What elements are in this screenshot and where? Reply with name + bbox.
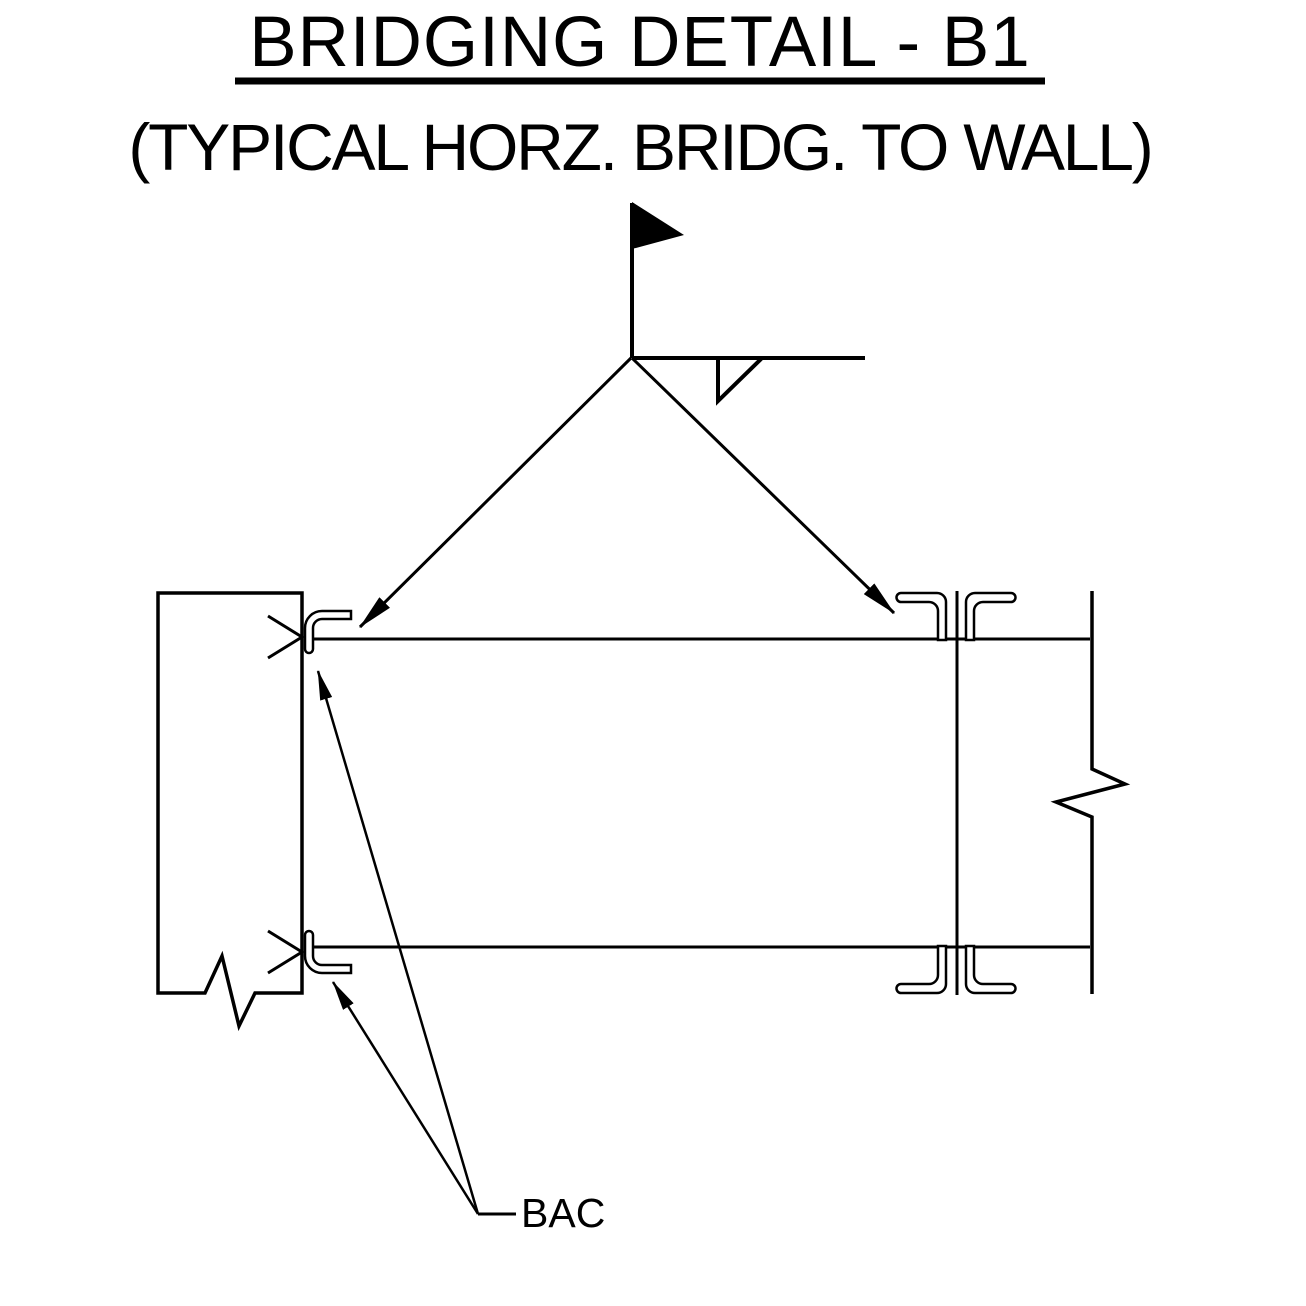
right-edge-line-with-break [1050,591,1131,994]
weld-leader-left [358,356,633,629]
bac-clip-lower [303,929,353,975]
stud-flange-top-right [964,591,1017,642]
bac-leader-upper [316,670,480,1215]
weld-chevron-lower [267,929,305,975]
weld-symbol [358,202,896,629]
bac-clip-upper [303,609,353,655]
stud-flange-top-left [895,591,948,642]
bridging-angle-clips [267,609,353,975]
bac-label: BAC [521,1190,605,1236]
field-weld-flag-icon [632,202,684,249]
page-subtitle: (TYPICAL HORZ. BRIDG. TO WALL) [128,110,1151,184]
bridging-channel [313,637,1090,949]
fillet-weld-symbol [716,356,764,406]
title-block: BRIDGING DETAIL - B1 (TYPICAL HORZ. BRID… [128,3,1153,184]
bac-callout: BAC [316,670,605,1236]
bac-leader-lower [331,981,480,1215]
weld-chevron-upper [267,614,305,660]
stud-flange-bottom-right [964,944,1017,995]
stud-section [895,591,1131,995]
wall-section [156,591,304,1032]
weld-leader-right [630,356,896,615]
wall-outline-with-break [156,591,304,1032]
page-title: BRIDGING DETAIL - B1 [249,3,1030,82]
stud-flange-bottom-left [895,944,948,995]
